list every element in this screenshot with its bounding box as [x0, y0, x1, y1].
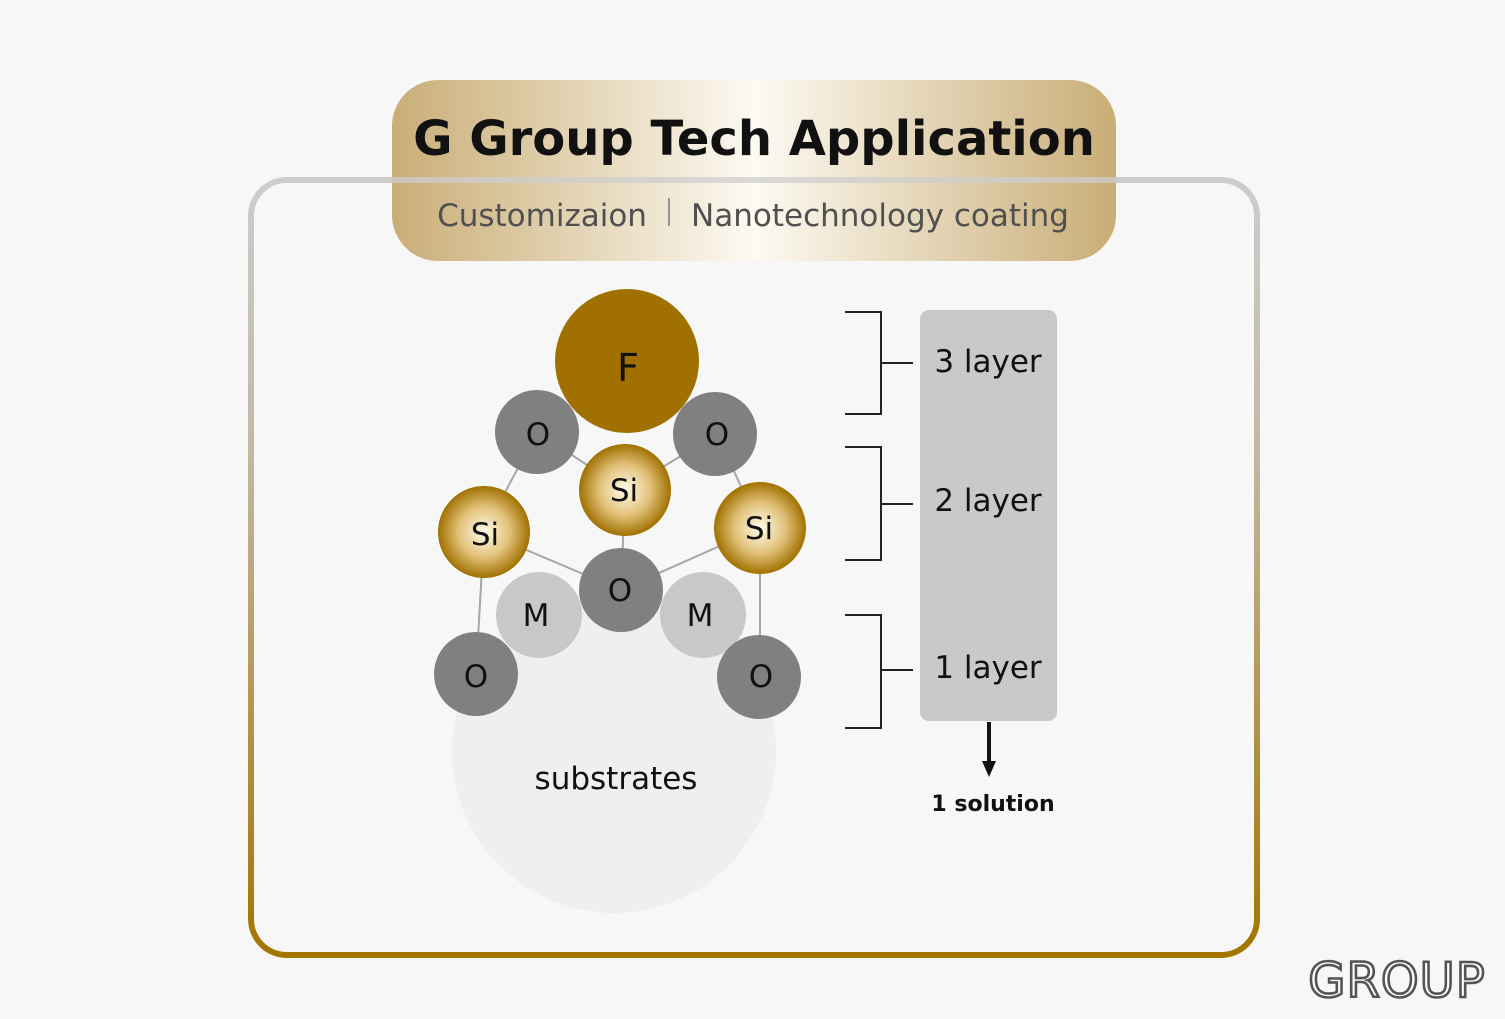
- atom-m-right: [660, 572, 746, 658]
- solution-arrow: [982, 722, 996, 777]
- bracket-layer-3: [845, 311, 913, 415]
- atom-o-top-right: [673, 392, 757, 476]
- atom-o-bottom-right-label: O: [749, 659, 773, 695]
- atom-si-left: [438, 486, 530, 578]
- solution-label: 1 solution: [931, 792, 1054, 817]
- atom-o-center-label: O: [608, 573, 632, 609]
- layer-bar: [920, 310, 1057, 721]
- atom-o-center: [579, 548, 663, 632]
- atom-si-center: [579, 444, 671, 536]
- atom-o-bottom-left: [434, 632, 518, 716]
- atom-o-top-left: [495, 390, 579, 474]
- atom-o-top-right-label: O: [705, 417, 729, 453]
- brand-logo: GROUP: [1307, 952, 1486, 1011]
- page-title: G Group Tech Application: [413, 111, 1095, 167]
- substrate-label: substrates: [535, 761, 698, 797]
- atom-m-left: [496, 572, 582, 658]
- atom-si-right-label: Si: [745, 511, 773, 547]
- layer-3-label: 3 layer: [934, 344, 1042, 380]
- atom-o-bottom-left-label: O: [464, 659, 488, 695]
- bracket-layer-2: [845, 446, 913, 561]
- atom-si-right: [714, 482, 806, 574]
- subtitle-left: Customizaion: [437, 198, 647, 234]
- layer-2-label: 2 layer: [934, 483, 1042, 519]
- atom-si-left-label: Si: [471, 517, 499, 553]
- header-banner: G Group Tech Application Customizaion Na…: [392, 80, 1116, 261]
- atom-m-left-label: M: [523, 598, 550, 634]
- atom-si-center-label: Si: [610, 473, 638, 509]
- atom-m-right-label: M: [687, 598, 714, 634]
- logo-text: GROUP: [1308, 953, 1485, 1009]
- atom-f: [555, 289, 699, 433]
- atom-f-label: F: [617, 346, 639, 390]
- atom-o-top-left-label: O: [526, 417, 550, 453]
- atom-o-bottom-right: [717, 635, 801, 719]
- layer-1-label: 1 layer: [934, 650, 1042, 686]
- subtitle-right: Nanotechnology coating: [691, 198, 1069, 234]
- substrate-circle: [452, 589, 776, 913]
- bracket-layer-1: [845, 614, 913, 729]
- layer-brackets: [845, 311, 913, 729]
